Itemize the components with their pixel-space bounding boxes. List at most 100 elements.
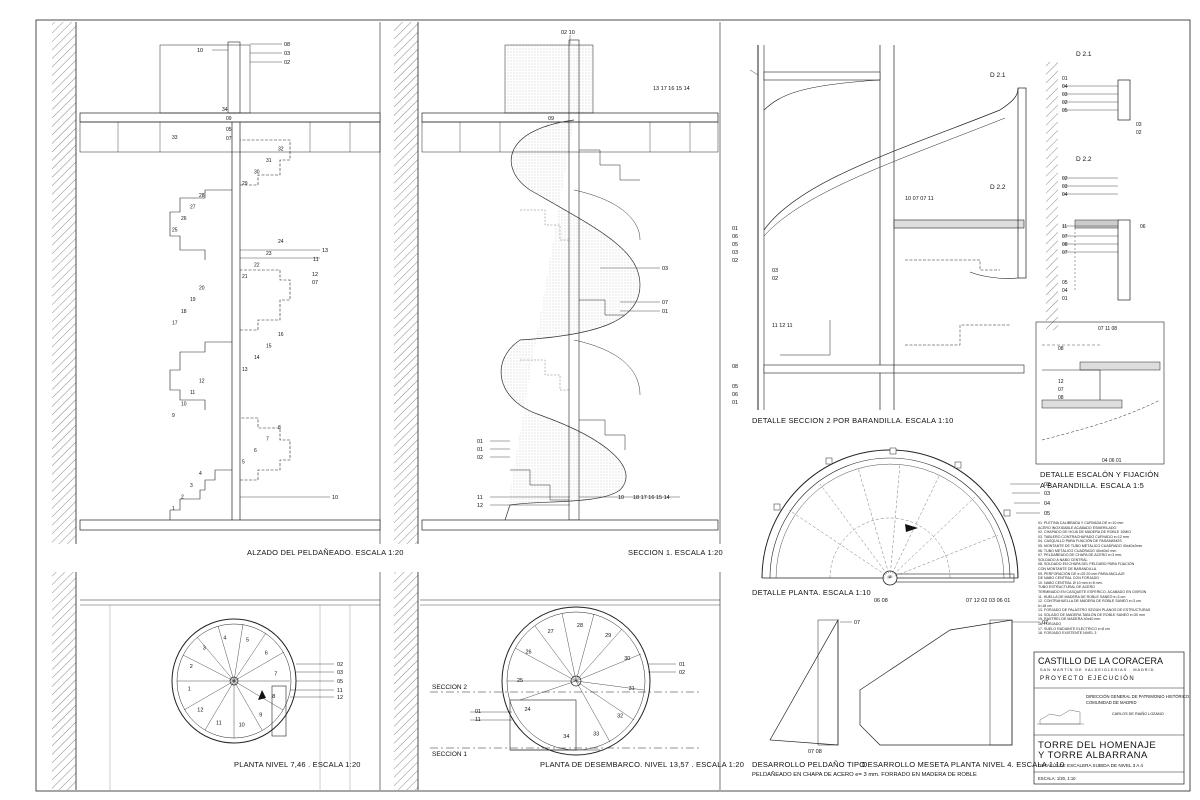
- note-line: SOLDADO A NABO CENTRAL: [1038, 557, 1088, 562]
- svg-text:02: 02: [1044, 482, 1050, 488]
- step-number-label: 19: [190, 297, 196, 303]
- sheet-border: [35, 19, 1191, 792]
- svg-text:03: 03: [772, 268, 778, 274]
- svg-text:07 11 08: 07 11 08: [1098, 326, 1117, 332]
- title-phase: PROYECTO EJECUCIÓN: [1040, 676, 1136, 682]
- title-client-2: COMUNIDAD DE MADRID: [1086, 700, 1137, 705]
- svg-text:07: 07: [1058, 387, 1064, 393]
- seccion1-view: 02 10 13 17 16 15 14 09 03 07 01 01 01 0…: [394, 22, 721, 544]
- svg-text:11: 11: [475, 717, 481, 723]
- step-number-label: 24: [278, 239, 284, 245]
- step-number-label: 25: [172, 228, 178, 234]
- svg-text:09: 09: [226, 116, 232, 122]
- svg-text:05: 05: [1062, 108, 1068, 114]
- svg-text:11: 11: [1062, 224, 1067, 230]
- title-tower-2: Y TORRE ALBARRANA: [1038, 750, 1148, 761]
- title-castle: CASTILLO DE LA CORACERA: [1038, 656, 1164, 666]
- svg-text:01: 01: [662, 309, 668, 315]
- step-number-label: 32: [278, 146, 284, 152]
- svg-text:02: 02: [732, 258, 738, 264]
- svg-text:02: 02: [477, 455, 483, 461]
- plan-step-label: 29: [605, 633, 611, 639]
- step-number-label: 1: [172, 506, 175, 512]
- note-line: 11. HUELLA DE MADERA DE ROBLE SANEÓ e=3 …: [1038, 594, 1126, 599]
- svg-text:02: 02: [679, 670, 685, 676]
- note-line: 10. NABO CENTRAL Ø 10 mm e=5 mm.: [1038, 580, 1103, 585]
- plan-step-label: 31: [629, 686, 635, 692]
- svg-text:34: 34: [222, 107, 228, 113]
- step-number-label: 16: [278, 332, 284, 338]
- note-line: 09. PERFORACIÓN DE e=25 20 mm PARA ANCLA…: [1038, 571, 1125, 576]
- step-number-label: 3: [190, 483, 193, 489]
- desarrollo-meseta-view: 07: [859, 619, 1048, 746]
- title-client-1: DIRECCIÓN GENERAL DE PATRIMONIO HISTÓRIC…: [1086, 694, 1189, 699]
- label-d22-a: D 2.2: [1076, 156, 1092, 163]
- note-line: 05. MONTANTE DE TUBO METÁLICO CUADRADO 4…: [1038, 543, 1143, 548]
- planta-desembarco-view: 01 02 01 11: [394, 572, 721, 790]
- svg-text:11: 11: [313, 257, 319, 263]
- svg-text:07: 07: [1042, 620, 1048, 626]
- plan-step-label: 34: [563, 734, 569, 740]
- svg-text:11 12 11: 11 12 11: [772, 323, 793, 329]
- caption-planta-desembarco: PLANTA DE DESEMBARCO. NIVEL 13,57 . ESCA…: [540, 760, 745, 769]
- plan-step-label: 1: [188, 687, 191, 693]
- plan-step-label: 27: [548, 629, 554, 635]
- note-line: 13. FORJADO DE PALASTRO SEGÚN PLANOS DE …: [1038, 608, 1151, 613]
- plan-step-label: 2: [190, 664, 193, 670]
- svg-text:05: 05: [1062, 280, 1068, 286]
- plan-step-label: 25: [517, 678, 523, 684]
- svg-text:04: 04: [1062, 288, 1068, 294]
- svg-text:06 08: 06 08: [874, 598, 888, 604]
- svg-text:11: 11: [337, 688, 343, 694]
- svg-text:01: 01: [1062, 76, 1068, 82]
- title-location: SAN MARTÍN DE VALDEIGLESIAS . MADRID: [1040, 668, 1155, 672]
- svg-text:06: 06: [732, 234, 738, 240]
- svg-text:02: 02: [1136, 130, 1142, 136]
- step-number-label: 5: [242, 460, 245, 466]
- svg-text:05: 05: [1044, 511, 1050, 517]
- svg-text:10 07 07 11: 10 07 07 11: [905, 196, 934, 202]
- note-line: 06. TUBO METÁLICO CUADRADO 40x40x2 mm: [1038, 548, 1117, 553]
- step-number-label: 31: [266, 158, 272, 164]
- svg-text:10: 10: [332, 495, 338, 501]
- plan-step-label: 33: [593, 731, 599, 737]
- step-number-label: 33: [172, 135, 178, 141]
- label-d21-a: D 2.1: [1076, 51, 1092, 58]
- plan-step-label: 30: [624, 656, 630, 662]
- svg-text:07: 07: [226, 136, 232, 142]
- step-number-label: 6: [254, 448, 257, 454]
- note-line: 17. SUELO RADIANTE ELÉCTRICO e=8 cm: [1038, 626, 1110, 631]
- note-line: ACERO INOXIDABLE ACABADO ESMERILADO: [1038, 525, 1117, 530]
- note-line: 14. SOLADO DE MADERA TABLÓN DE ROBLE SAN…: [1038, 612, 1146, 617]
- step-number-label: 13: [242, 367, 248, 373]
- note-line: h=18 cm: [1038, 603, 1052, 608]
- svg-text:12: 12: [477, 503, 483, 509]
- svg-text:07: 07: [1062, 234, 1068, 240]
- svg-text:07: 07: [1062, 250, 1068, 256]
- plan-step-label: 10: [239, 722, 245, 728]
- svg-text:02: 02: [1062, 176, 1068, 182]
- svg-text:06: 06: [732, 392, 738, 398]
- svg-text:10: 10: [618, 495, 624, 501]
- detalle-planta-view: 02 03 04 05 06 08 07 12 02 03 06 01: [761, 447, 1050, 604]
- svg-text:02: 02: [284, 60, 290, 66]
- svg-text:03: 03: [1062, 184, 1068, 190]
- step-number-label: 4: [199, 471, 202, 477]
- title-subject: DETALLE DE ESCALERA SUBIDA DE NIVEL 3 A …: [1038, 763, 1143, 768]
- detalle-seccion2-view: 01 06 05 03 02 03 02 08 05 06 01 11 12 1…: [732, 45, 1027, 410]
- alzado-view: 10 08 03 02 09 34 05 07 13 11 12 07 10: [52, 22, 381, 544]
- plan-step-label: 26: [526, 649, 532, 655]
- svg-text:03: 03: [1136, 122, 1142, 128]
- svg-text:12: 12: [337, 695, 343, 701]
- svg-text:05: 05: [226, 127, 232, 133]
- step-number-label: 20: [199, 286, 205, 292]
- svg-text:01: 01: [477, 439, 483, 445]
- svg-text:02: 02: [1062, 100, 1068, 106]
- step-number-label: 27: [190, 204, 196, 210]
- svg-text:07 12 02 03 06 01: 07 12 02 03 06 01: [966, 598, 1010, 604]
- step-number-label: 12: [199, 378, 205, 384]
- svg-text:13: 13: [322, 248, 328, 254]
- svg-text:05: 05: [732, 384, 738, 390]
- svg-text:04: 04: [1062, 84, 1068, 90]
